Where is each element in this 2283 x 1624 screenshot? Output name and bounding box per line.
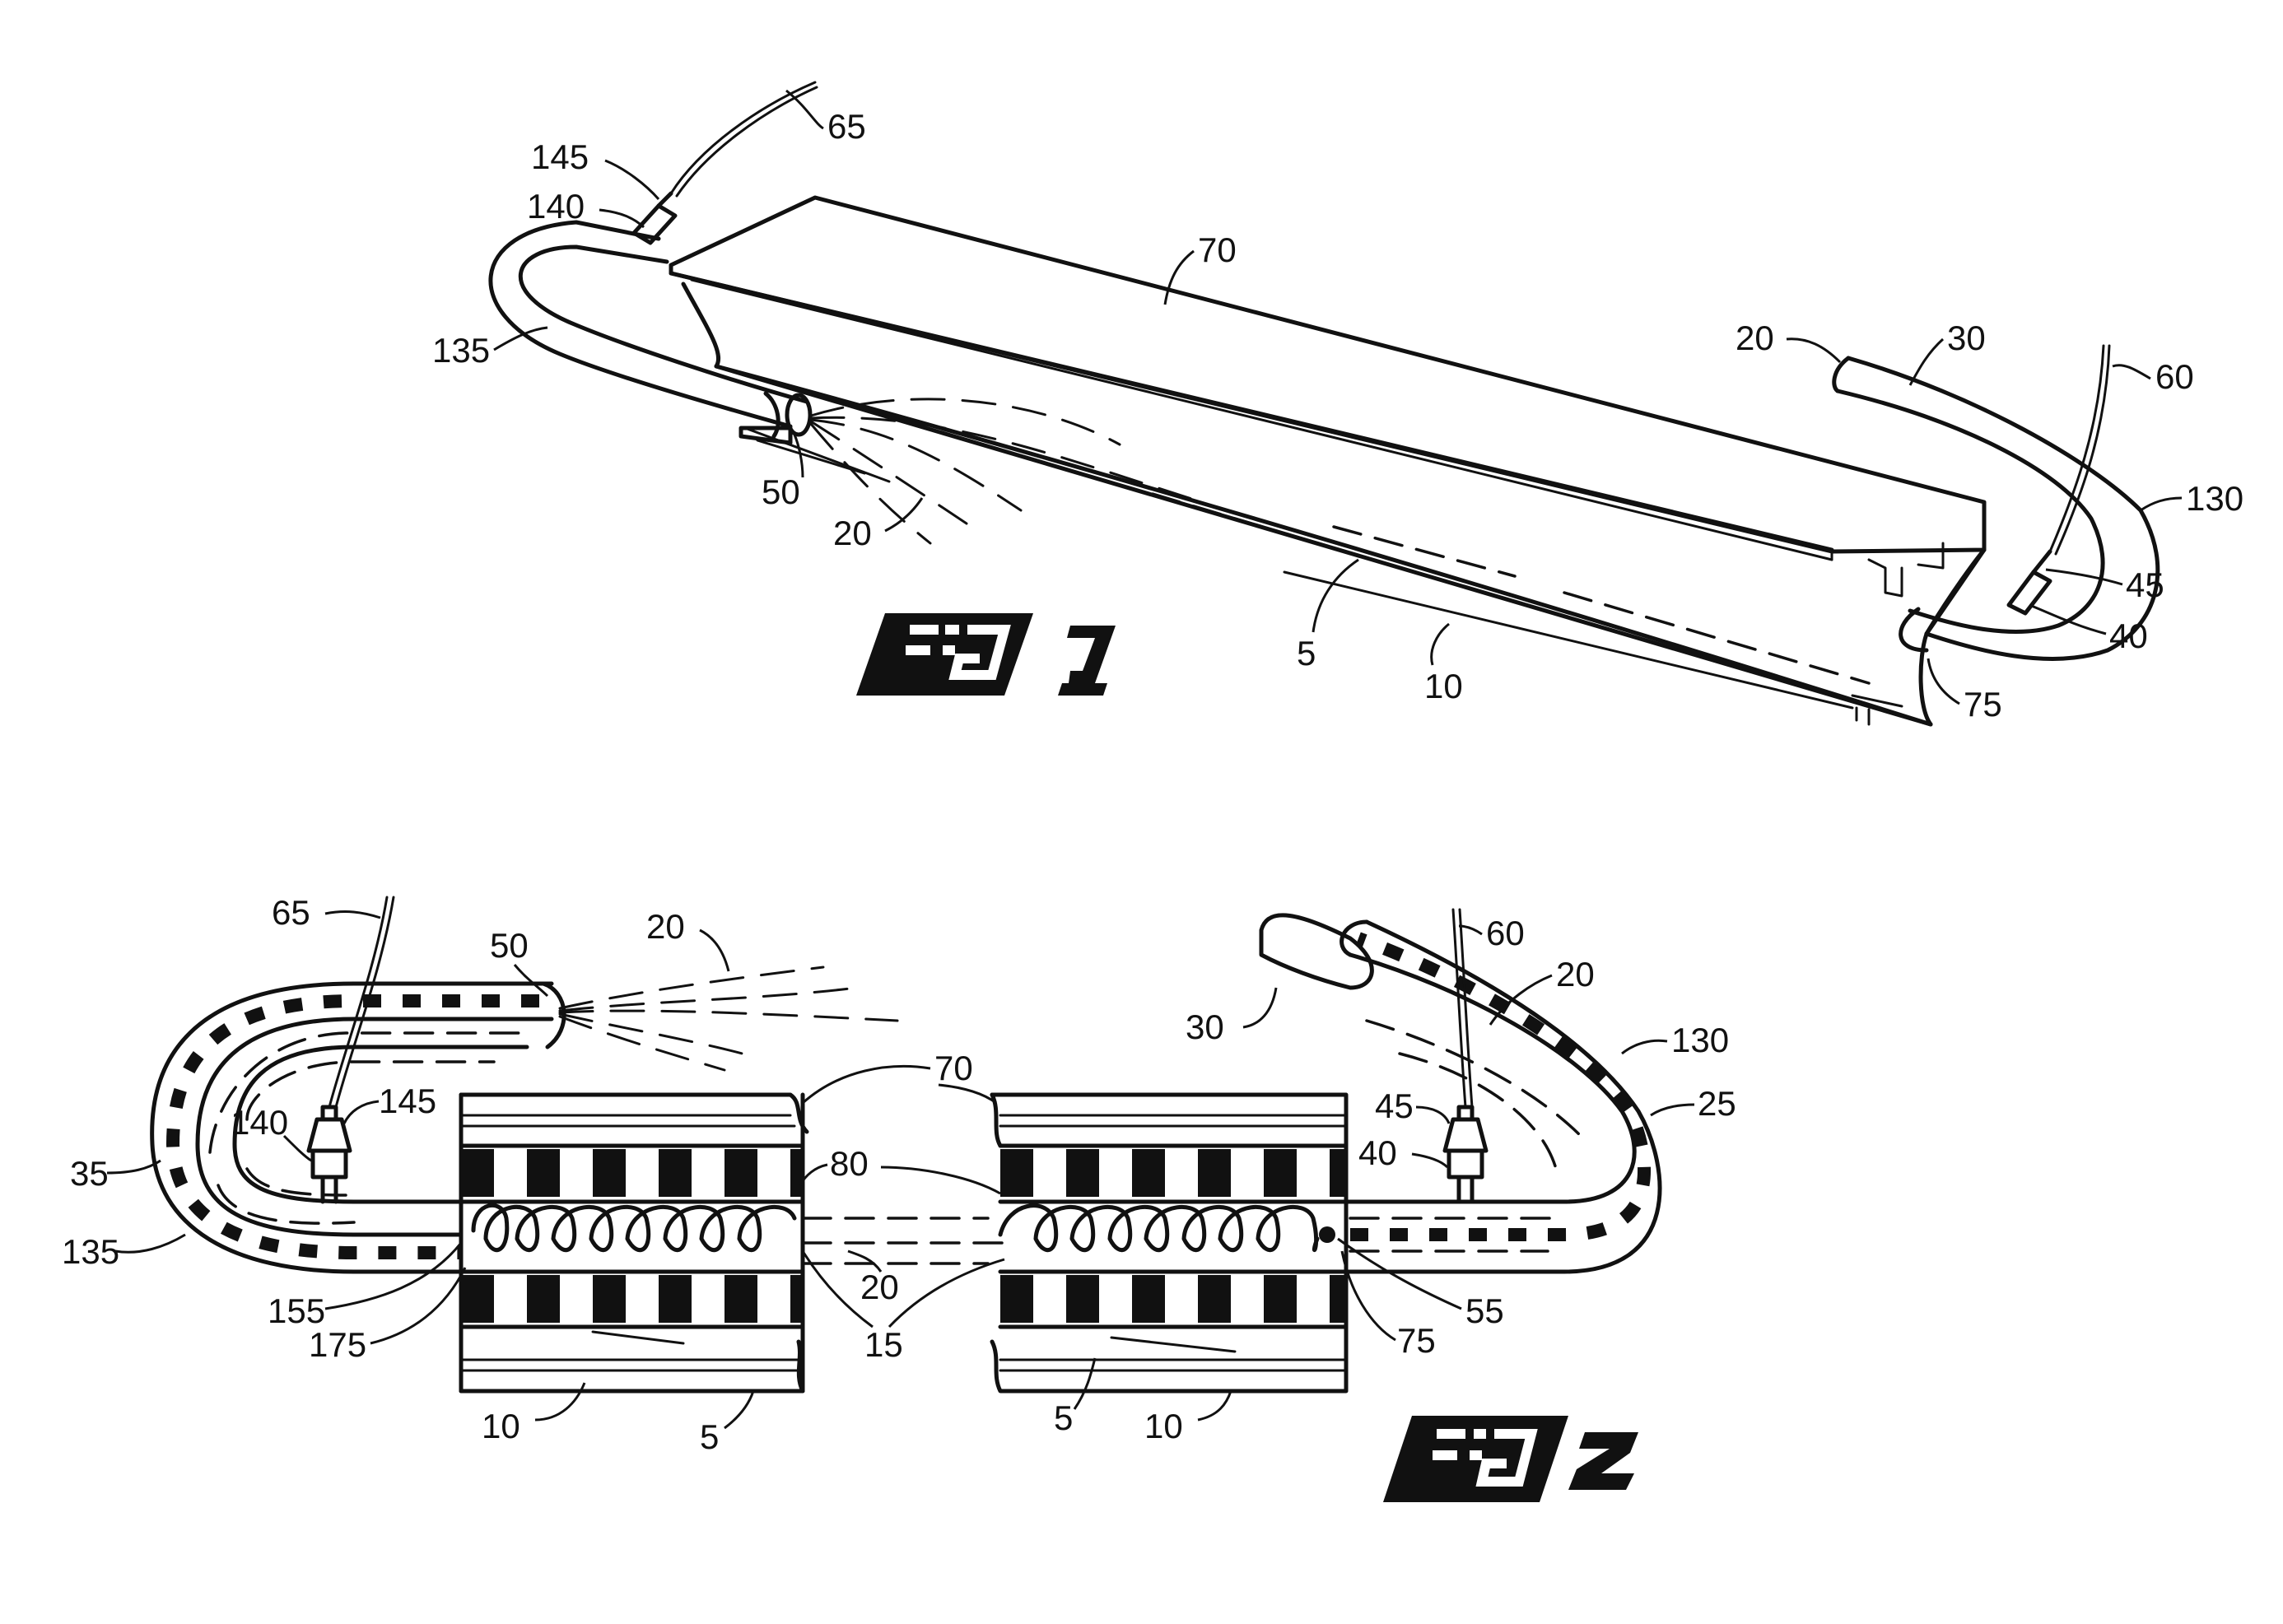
connector-40-right [2006,344,2111,616]
label-15-fig2: 15 [864,1325,903,1364]
label-70-fig2: 70 [934,1049,973,1087]
hose-130-right-section [1259,913,1662,1274]
cover-plate-70 [669,195,1987,561]
figure-1-caption: FIG 1 [856,613,1188,696]
label-10-fig2-left: 10 [482,1407,520,1445]
label-25-fig2: 25 [1698,1084,1736,1123]
label-5-fig1: 5 [1297,634,1316,672]
label-175-fig2: 175 [309,1325,366,1364]
label-140-fig2: 140 [231,1103,288,1142]
label-45-fig2: 45 [1375,1087,1414,1125]
label-40-fig2: 40 [1358,1133,1397,1172]
label-60-fig2: 60 [1486,914,1525,952]
label-135-fig2: 135 [62,1232,119,1271]
trough-section-left [459,1092,809,1394]
label-5-fig2-right: 5 [1054,1398,1073,1437]
label-75-fig2: 75 [1397,1321,1436,1360]
fluid-spray-20-fig2 [558,966,899,1072]
hose-135-left-section [150,981,566,1274]
label-60-fig1: 60 [2155,357,2194,396]
figure-1-caption-text: FIG 1 [1186,682,1188,684]
figure-1: 145 65 140 70 135 50 20 5 10 20 30 60 13… [432,81,2243,727]
label-20-fig1-right: 20 [1736,319,1774,357]
label-80-fig2: 80 [830,1144,869,1183]
label-40-fig1: 40 [2109,617,2148,655]
hose-130-right [1832,356,2160,661]
label-145: 145 [531,137,589,176]
label-20-fig1-left: 20 [833,514,872,552]
label-135: 135 [432,331,490,370]
label-20-fig2-spray: 20 [646,907,685,946]
label-20-fig2-center: 20 [860,1268,899,1306]
label-50-fig2: 50 [490,926,529,965]
figure-2: 65 50 20 60 20 30 130 140 145 70 45 25 [62,893,1736,1502]
label-30: 30 [1947,319,1986,357]
connector-140-left [631,81,818,245]
figure-2-caption: FIG 2 [1383,1416,1682,1502]
label-70: 70 [1198,230,1237,269]
fluid-spray-20-left [809,398,1204,545]
label-55-fig2: 55 [1465,1291,1504,1330]
heating-coil-15-left [471,1203,1006,1265]
label-130-fig1: 130 [2186,479,2243,518]
label-10-fig2-right: 10 [1144,1407,1183,1445]
label-20-fig2-hose: 20 [1556,955,1595,993]
figure-2-labels: 65 50 20 60 20 30 130 140 145 70 45 25 [62,893,1736,1456]
heating-coil-15-right [998,1203,1335,1253]
label-35-fig2: 35 [70,1154,109,1193]
label-30-fig2: 30 [1186,1007,1224,1046]
connector-40-fig2 [1442,908,1489,1204]
label-50: 50 [762,472,800,511]
label-145-fig2: 145 [379,1082,436,1120]
label-130-fig2: 130 [1671,1021,1729,1059]
label-65-fig2: 65 [272,893,310,932]
figure-1-labels: 145 65 140 70 135 50 20 5 10 20 30 60 13… [432,89,2243,724]
label-140: 140 [527,187,585,226]
label-45-fig1: 45 [2126,565,2164,604]
hose-135-left [488,220,866,475]
figure-2-caption-text: FIG 2 [1680,1481,1682,1482]
trough-section-right [990,1092,1349,1394]
connector-140-fig2 [306,896,395,1204]
label-5-fig2-left: 5 [700,1417,719,1456]
label-65: 65 [827,107,866,146]
label-75-fig1: 75 [1964,685,2002,724]
label-10-fig1: 10 [1424,667,1463,705]
label-155-fig2: 155 [268,1291,325,1330]
